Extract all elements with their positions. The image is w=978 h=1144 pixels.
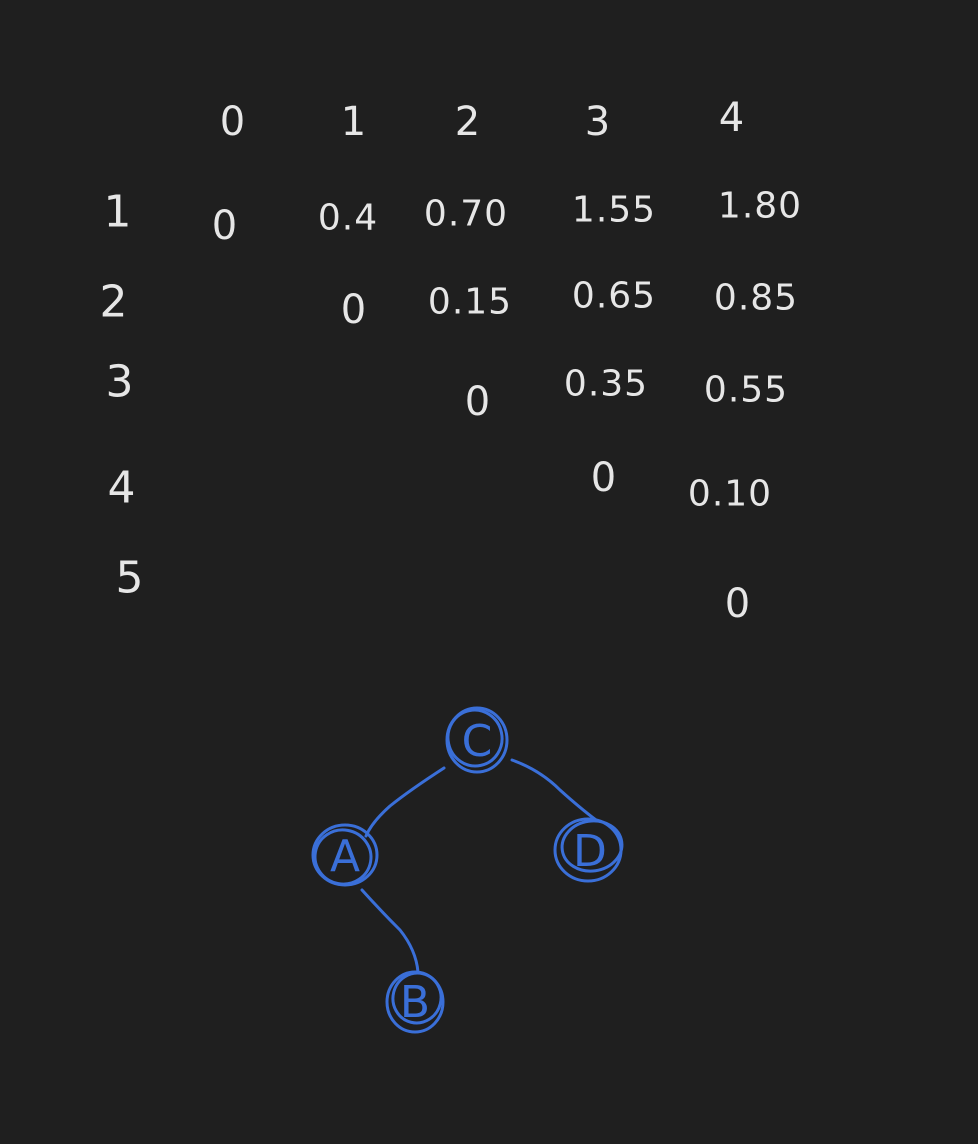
edge-a-b	[360, 888, 420, 974]
row-header-5: 5	[115, 552, 145, 604]
col-header-4: 4	[718, 95, 746, 141]
node-label-d: D	[573, 826, 607, 877]
cell-2-3: 0.65	[571, 275, 657, 317]
col-header-0: 0	[219, 99, 247, 145]
cell-3-3: 0.35	[563, 363, 649, 405]
cell-4-4: 0.10	[687, 473, 773, 515]
edge-c-d	[510, 758, 598, 822]
edge-c-a	[364, 766, 446, 838]
cell-4-3: 0	[590, 455, 618, 501]
node-c	[445, 706, 509, 774]
col-header-1: 1	[340, 99, 368, 145]
row-header-4: 4	[107, 462, 137, 514]
cell-1-3: 1.55	[571, 189, 657, 231]
cell-3-4: 0.55	[703, 369, 789, 411]
cell-2-4: 0.85	[713, 277, 799, 319]
row-header-3: 3	[105, 356, 135, 408]
node-a	[311, 823, 379, 887]
row-header-1: 1	[103, 186, 133, 238]
cell-2-1: 0	[340, 287, 368, 333]
node-d	[553, 817, 624, 883]
node-b	[385, 970, 445, 1034]
node-label-b: B	[400, 977, 430, 1028]
node-label-a: A	[330, 831, 360, 882]
cell-3-2: 0	[464, 379, 492, 425]
cell-2-2: 0.15	[427, 281, 513, 323]
node-label-c: C	[462, 716, 493, 767]
col-header-2: 2	[454, 99, 482, 145]
cell-5-4: 0	[724, 581, 752, 627]
row-header-2: 2	[99, 276, 129, 328]
cell-1-2: 0.70	[423, 193, 509, 235]
cell-1-1: 0.4	[317, 197, 379, 239]
cell-1-4: 1.80	[717, 185, 803, 227]
cell-1-0: 0	[211, 203, 239, 249]
col-header-3: 3	[584, 99, 612, 145]
